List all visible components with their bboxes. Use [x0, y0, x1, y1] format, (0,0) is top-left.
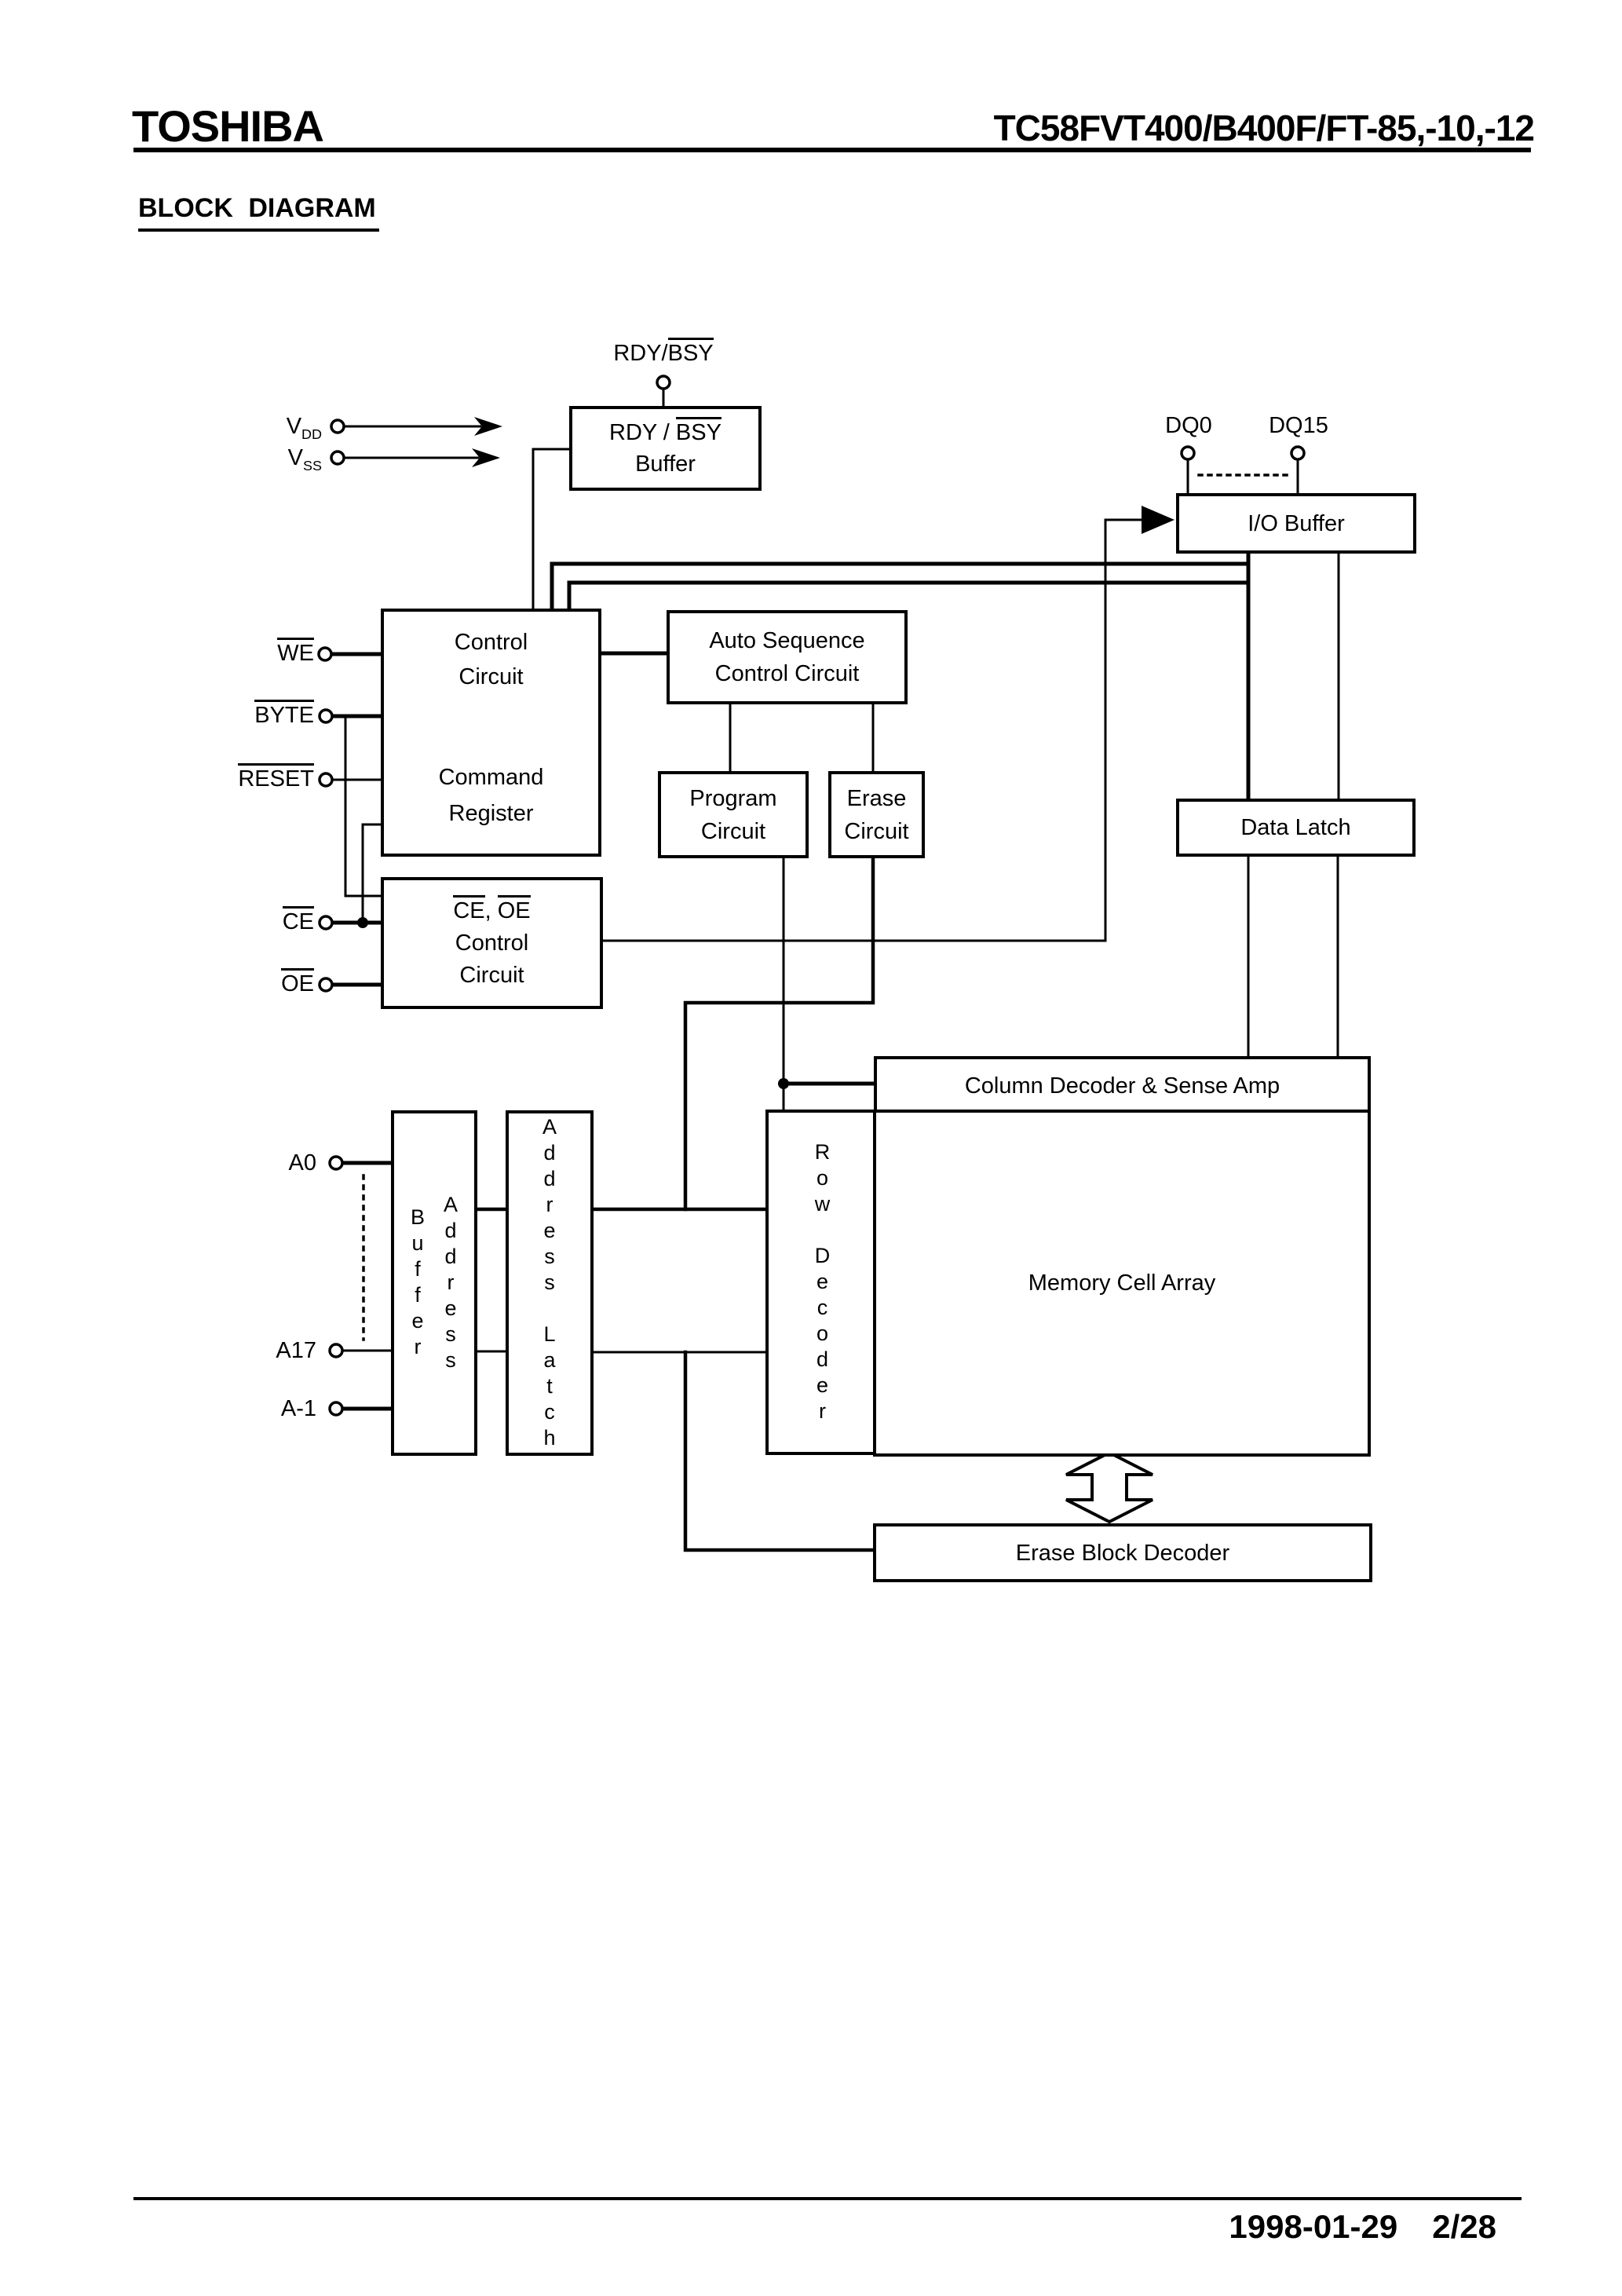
- block-data-latch: Data Latch: [1176, 799, 1416, 857]
- block-program-circuit: Program Circuit: [658, 771, 809, 858]
- program-line1: Program: [689, 785, 777, 811]
- a-1-terminal-icon: [328, 1401, 344, 1417]
- block-io-buffer: I/O Buffer: [1176, 493, 1416, 554]
- autoseq-line1: Auto Sequence: [709, 628, 865, 653]
- toshiba-logo: TOSHIBA: [132, 101, 324, 151]
- control-line3: Command: [438, 765, 544, 790]
- vdd-arrowhead-icon: [474, 417, 502, 436]
- erase-block-decoder-label: Erase Block Decoder: [1015, 1540, 1230, 1566]
- column-decoder-label: Column Decoder & Sense Amp: [964, 1073, 1280, 1099]
- byte-label: BYTE: [228, 700, 314, 731]
- ce-junction-dot: [357, 917, 368, 928]
- vss-label: VSS: [287, 445, 322, 473]
- vdd-terminal-icon: [330, 419, 345, 434]
- memory-erase-double-arrow-icon: [1065, 1450, 1153, 1524]
- a17-terminal-icon: [328, 1343, 344, 1358]
- rdy-bsy-buffer-line2: Buffer: [635, 452, 696, 477]
- block-auto-sequence: Auto Sequence Control Circuit: [667, 610, 908, 704]
- control-line1: Control: [454, 630, 528, 655]
- dq0-terminal-icon: [1180, 445, 1196, 461]
- part-number: TC58FVT400/B400F/FT-85,-10,-12: [993, 108, 1535, 148]
- reset-label: RESET: [228, 763, 314, 795]
- io-buffer-label: I/O Buffer: [1248, 510, 1345, 536]
- control-line2: Circuit: [458, 664, 524, 689]
- block-erase-circuit: Erase Circuit: [828, 771, 925, 858]
- dq15-terminal-icon: [1290, 445, 1306, 461]
- a-1-label: A-1: [280, 1396, 316, 1421]
- block-memory-cell-array: Memory Cell Array: [873, 1110, 1371, 1457]
- erase-line2: Circuit: [844, 818, 909, 844]
- control-to-datalatch-wire: [567, 580, 1251, 611]
- data-latch-label: Data Latch: [1240, 815, 1351, 840]
- byte-terminal-icon: [318, 708, 334, 724]
- ceoe-line3: Circuit: [459, 962, 524, 988]
- oe-terminal-icon: [318, 977, 334, 993]
- row-decoder-label: Row Decoder: [810, 1139, 835, 1425]
- program-line2: Circuit: [700, 818, 766, 844]
- erase-route-upper-wire: [683, 850, 875, 1212]
- ceoe-line2: Control: [455, 930, 529, 956]
- iobuffer-arrowhead-icon: [1142, 506, 1174, 534]
- erase-route-lower-wire: [683, 1350, 875, 1552]
- erase-line1: Erase: [846, 785, 907, 811]
- ceoe-line1: CE, OE: [453, 894, 531, 927]
- ce-branch-wire: [361, 823, 382, 924]
- block-address-latch: Address Latch: [506, 1110, 594, 1456]
- ce-label: CE: [228, 906, 314, 938]
- we-label: WE: [228, 638, 314, 669]
- program-column-junction-dot: [778, 1078, 789, 1089]
- rdybuffer-to-control-wire: [532, 448, 571, 610]
- address-latch-label: Address Latch: [538, 1114, 561, 1452]
- we-terminal-icon: [317, 646, 333, 662]
- block-address-buffer: Address Buffer: [391, 1110, 477, 1456]
- block-erase-block-decoder: Erase Block Decoder: [873, 1523, 1372, 1582]
- address-buffer-label: Address Buffer: [406, 1192, 462, 1374]
- autoseq-line2: Control Circuit: [714, 661, 860, 686]
- footer-rule: [133, 2197, 1522, 2200]
- footer-date: 1998-01-29: [1229, 2208, 1398, 2245]
- reset-terminal-icon: [318, 772, 334, 788]
- footer-page-number: 2/28: [1432, 2208, 1496, 2245]
- a0-label: A0: [288, 1150, 316, 1175]
- a0-terminal-icon: [328, 1155, 344, 1171]
- oe-label: OE: [228, 968, 314, 1000]
- ce-terminal-icon: [318, 915, 334, 930]
- block-ce-oe-control: CE, OE Control Circuit: [381, 877, 603, 1009]
- page-title: BLOCK DIAGRAM: [138, 193, 379, 232]
- dq0-label: DQ0: [1165, 413, 1212, 438]
- block-column-decoder: Column Decoder & Sense Amp: [874, 1056, 1371, 1116]
- header-rule: [133, 148, 1531, 152]
- dq15-label: DQ15: [1269, 413, 1328, 438]
- control-to-iobuffer-wire: [550, 561, 1251, 611]
- block-rdy-bsy-buffer: RDY / BSY Buffer: [569, 406, 762, 491]
- rdy-bsy-buffer-line1: RDY / BSY: [609, 417, 721, 448]
- block-control-circuit: Control Circuit Command Register: [381, 609, 601, 857]
- rdy-bsy-terminal-icon: [656, 375, 671, 390]
- a17-label: A17: [276, 1338, 316, 1363]
- control-line4: Register: [448, 801, 534, 826]
- block-row-decoder: Row Decoder: [765, 1110, 879, 1455]
- vss-arrowhead-icon: [472, 448, 500, 467]
- vdd-label: VDD: [286, 414, 322, 442]
- byte-branch-wire: [344, 715, 382, 898]
- rdy-bsy-label: RDY/BSY: [605, 338, 722, 369]
- memory-label: Memory Cell Array: [1028, 1270, 1216, 1296]
- vss-terminal-icon: [330, 450, 345, 466]
- ceoe-to-iobuffer-wire: [595, 518, 1148, 942]
- footer: 1998-01-29 2/28: [1229, 2208, 1496, 2246]
